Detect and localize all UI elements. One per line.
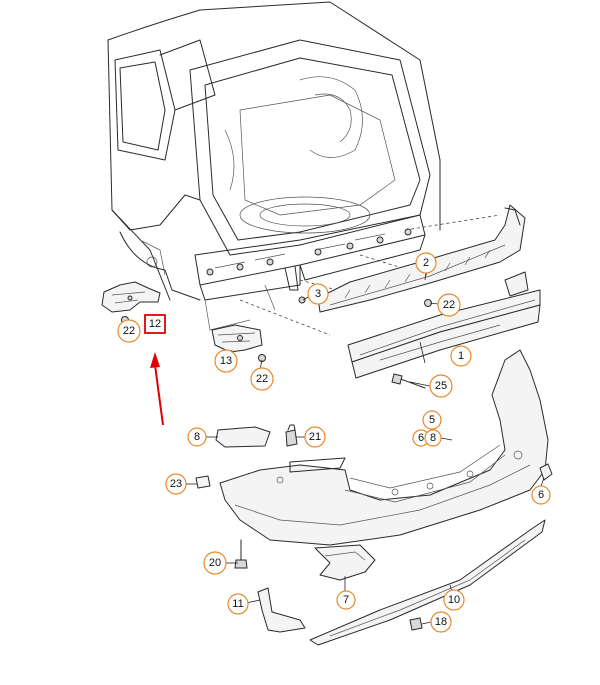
- callout-25-label: 25: [435, 380, 447, 392]
- side-guide-7: [314, 544, 376, 581]
- callout-8-reflector-label: 8: [194, 431, 200, 443]
- callout-12-label: 12: [149, 318, 161, 330]
- callout-6-bumper-label: 6: [418, 432, 424, 444]
- callout-13: 13: [214, 349, 238, 373]
- reflector-8: [215, 426, 271, 448]
- callout-22-center-label: 22: [256, 373, 268, 385]
- callout-11: 11: [227, 593, 249, 615]
- bumper-cross-member-1: [347, 271, 541, 379]
- callout-2-label: 2: [423, 257, 429, 269]
- callout-22-right: 22: [437, 293, 461, 317]
- callout-7: 7: [336, 590, 356, 610]
- callout-7-label: 7: [343, 594, 349, 606]
- highlight-arrow: [150, 352, 164, 426]
- callout-22-center: 22: [250, 367, 274, 391]
- callout-18: 18: [430, 611, 452, 633]
- callout-22-right-label: 22: [443, 299, 455, 311]
- callout-10-label: 10: [448, 594, 460, 606]
- left-side-bracket: [101, 281, 161, 313]
- callout-21: 21: [304, 426, 326, 448]
- side-clip-6: [539, 463, 553, 481]
- rear-bumper-cover: [219, 349, 549, 546]
- callout-21-label: 21: [309, 431, 321, 443]
- callout-3: 3: [307, 283, 329, 305]
- callout-13-label: 13: [220, 355, 232, 367]
- callout-6-side: 6: [531, 485, 551, 505]
- speed-nut-23: [195, 475, 211, 489]
- callout-5-label: 5: [429, 414, 435, 426]
- callout-10: 10: [443, 589, 465, 611]
- callout-23-label: 23: [170, 478, 182, 490]
- callout-1-label: 1: [458, 350, 464, 362]
- callout-1: 1: [450, 345, 472, 367]
- callout-11-label: 11: [232, 598, 243, 610]
- callout-8-bumper: 8: [424, 429, 442, 447]
- callout-2: 2: [415, 252, 437, 274]
- callout-6-side-label: 6: [538, 489, 544, 501]
- bolt-25: [391, 373, 426, 389]
- clip-18: [409, 617, 423, 631]
- nut-3: [298, 296, 306, 304]
- callout-22-left-label: 22: [123, 325, 135, 337]
- callout-3-label: 3: [315, 288, 321, 300]
- center-mounting-bracket: [211, 324, 263, 353]
- clip-21: [285, 424, 298, 447]
- screw-20: [234, 539, 248, 569]
- callout-5: 5: [422, 410, 442, 430]
- callout-8-bumper-label: 8: [430, 432, 436, 444]
- callout-25: 25: [429, 374, 453, 398]
- callout-23: 23: [165, 473, 187, 495]
- lower-diffuser-trim-10: [309, 519, 546, 646]
- callout-20-label: 20: [209, 557, 221, 569]
- callout-20: 20: [203, 551, 227, 575]
- bracket-11: [257, 587, 306, 633]
- callout-22-left: 22: [117, 319, 141, 343]
- callout-18-label: 18: [435, 616, 447, 628]
- leader-lines: [125, 271, 545, 625]
- callout-8-reflector: 8: [187, 427, 207, 447]
- vehicle-rear-body: [107, 1, 441, 331]
- callout-12: 12: [144, 314, 166, 334]
